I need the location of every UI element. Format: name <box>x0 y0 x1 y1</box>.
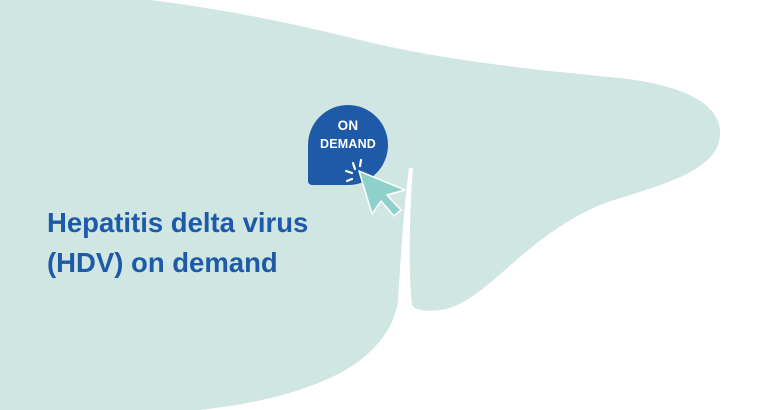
page-title: Hepatitis delta virus (HDV) on demand <box>47 203 377 283</box>
page-title-line2: (HDV) on demand <box>47 247 278 278</box>
badge-line-demand: DEMAND <box>319 136 377 151</box>
badge-line-on: ON <box>337 118 359 133</box>
click-cursor-icon <box>344 158 406 217</box>
page-title-line1: Hepatitis delta virus <box>47 207 309 238</box>
cursor-arrow <box>358 170 406 217</box>
liver-shape <box>0 0 721 410</box>
on-demand-badge-label: ON DEMAND <box>308 118 388 151</box>
